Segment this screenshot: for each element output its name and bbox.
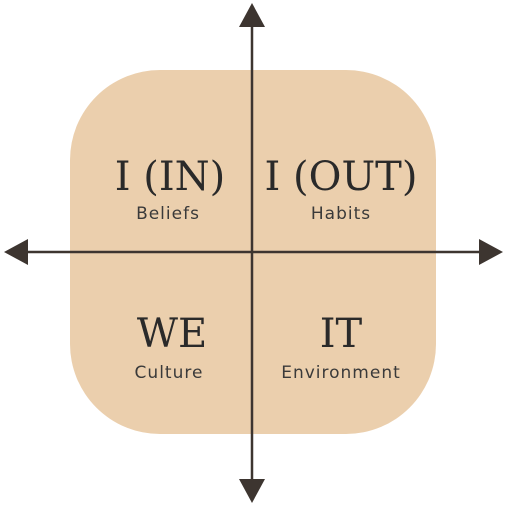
arrow-up-icon <box>239 3 265 27</box>
quadrant-title-bottom-left: WE <box>137 311 207 357</box>
quadrant-subtitle-bottom-left: Culture <box>135 363 204 383</box>
quadrant-subtitle-bottom-right: Environment <box>281 363 401 383</box>
quadrant-title-bottom-right: IT <box>320 311 363 357</box>
arrow-right-icon <box>479 239 503 265</box>
arrow-down-icon <box>239 479 265 503</box>
quadrant-title-top-right: I (OUT) <box>265 154 418 200</box>
quadrant-subtitle-top-right: Habits <box>311 204 371 224</box>
quadrant-subtitle-top-left: Beliefs <box>136 204 200 224</box>
arrow-left-icon <box>4 239 28 265</box>
quadrant-title-top-left: I (IN) <box>115 154 226 200</box>
